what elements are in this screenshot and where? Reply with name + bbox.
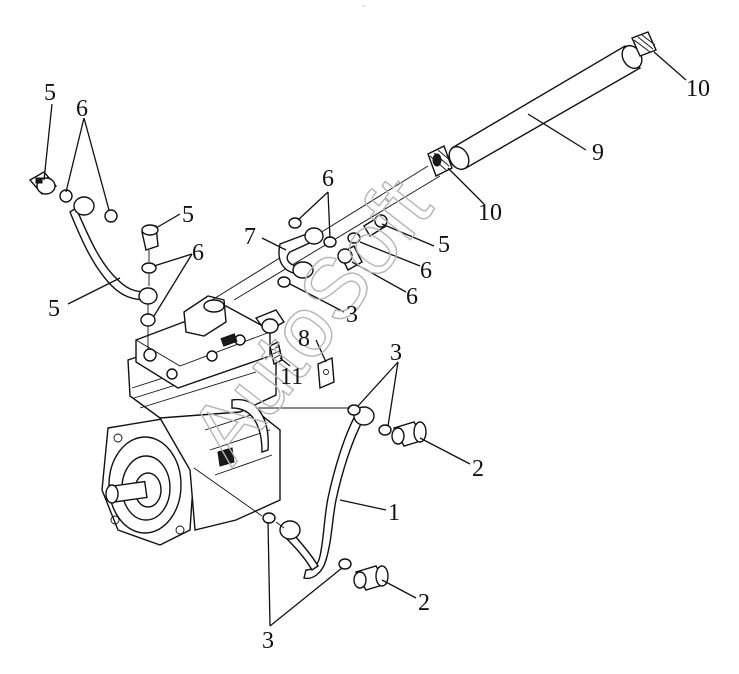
callout-5-right-lower: 6 (406, 284, 418, 310)
callout-6-center: 6 (192, 240, 204, 266)
callout-3-upper: 3 (390, 340, 402, 366)
washer-3-d (338, 558, 352, 570)
callout-3-lower: 3 (262, 628, 274, 654)
callout-6-left: 6 (76, 96, 88, 122)
pipe-7 (278, 227, 324, 279)
washer-3-c (262, 512, 276, 524)
washer-6-g (277, 276, 291, 288)
callout-2-lower: 2 (418, 590, 430, 616)
banjo-bolt-2-lower (353, 565, 389, 591)
banjo-bolt-5-center (141, 224, 159, 251)
washer-3-b (378, 424, 392, 436)
callout-9: 9 (592, 140, 604, 166)
washer-6-h (347, 232, 361, 244)
washer-6-d (140, 313, 156, 327)
callout-10-upper: 10 (686, 76, 710, 102)
hose-clamp-10-upper (631, 31, 657, 57)
banjo-bolt-5-left (28, 171, 58, 195)
banjo-bolt-2-upper (391, 421, 427, 447)
callout-2-upper: 2 (472, 456, 484, 482)
washer-3-a (347, 404, 361, 416)
callouts: 5 6 5 6 5 7 6 5 6 6 3 8 11 3 2 1 2 3 9 1… (44, 76, 710, 654)
callout-7: 7 (244, 224, 256, 250)
callout-6-upper: 6 (322, 166, 334, 192)
air-compressor (101, 295, 286, 546)
hose-clamp-10-lower (427, 145, 453, 177)
callout-5-right-upper: 5 (438, 232, 450, 258)
callout-11: 11 (280, 364, 303, 390)
callout-10-lower: 10 (478, 200, 502, 226)
callout-6-lower: 3 (346, 302, 358, 328)
callout-4: 5 (48, 296, 60, 322)
pipe-9 (448, 44, 643, 171)
top-mark: ~ (362, 4, 365, 10)
callout-8: 8 (298, 326, 310, 352)
callout-5-left: 5 (44, 80, 56, 106)
callout-6-right: 6 (420, 258, 432, 284)
washer-6-c (141, 262, 157, 274)
washer-6-b (104, 209, 118, 223)
callout-5-center: 5 (182, 202, 194, 228)
callout-1: 1 (388, 500, 400, 526)
leader-lines (43, 51, 687, 627)
pipe-1 (279, 406, 375, 580)
washer-6-e (288, 217, 302, 229)
bracket-8 (317, 356, 335, 390)
pipe-4 (69, 196, 158, 305)
